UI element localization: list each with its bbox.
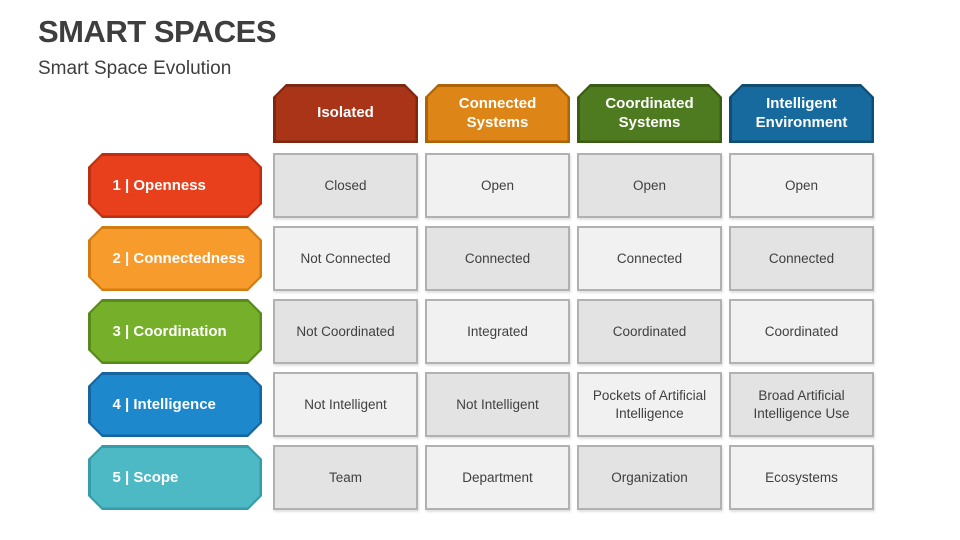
matrix-cell: Not Coordinated xyxy=(273,299,418,364)
row-header-label: 1 | Openness xyxy=(112,177,206,194)
row-header: 5 | Scope xyxy=(88,445,262,510)
matrix-cell: Open xyxy=(577,153,722,218)
matrix-cell: Not Intelligent xyxy=(425,372,570,437)
matrix-cell: Pockets of Artificial Intelligence xyxy=(577,372,722,437)
row-header-label: 3 | Coordination xyxy=(112,323,227,340)
column-header: Coordinated Systems xyxy=(577,84,722,143)
matrix-cell: Ecosystems xyxy=(729,445,874,510)
page-title: SMART SPACES xyxy=(38,14,277,49)
row-header: 3 | Coordination xyxy=(88,299,262,364)
column-header-label: Isolated xyxy=(317,104,374,122)
column-header: Isolated xyxy=(273,84,418,143)
matrix-cell: Team xyxy=(273,445,418,510)
row-header: 2 | Connectedness xyxy=(88,226,262,291)
row-header-label: 2 | Connectedness xyxy=(112,250,246,267)
row-header: 1 | Openness xyxy=(88,153,262,218)
row-header-label: 4 | Intelligence xyxy=(112,396,216,413)
column-header-label: Connected Systems xyxy=(458,94,537,131)
column-header-row: Isolated Connected Systems Coordinated Sys… xyxy=(273,84,874,143)
row-header-column: 1 | Openness 2 | Connectedness 3 | Coordin… xyxy=(88,153,262,510)
column-header-label: Coordinated Systems xyxy=(605,94,694,131)
page-subtitle: Smart Space Evolution xyxy=(38,58,232,79)
row-header-label: 5 | Scope xyxy=(112,469,179,486)
column-header: Intelligent Environment xyxy=(729,84,874,143)
matrix-cell: Connected xyxy=(425,226,570,291)
row-header: 4 | Intelligence xyxy=(88,372,262,437)
column-header: Connected Systems xyxy=(425,84,570,143)
matrix-cell: Open xyxy=(425,153,570,218)
matrix-cell: Integrated xyxy=(425,299,570,364)
matrix-cell: Open xyxy=(729,153,874,218)
matrix-cell: Organization xyxy=(577,445,722,510)
matrix-cell: Coordinated xyxy=(729,299,874,364)
matrix-cell: Coordinated xyxy=(577,299,722,364)
matrix-cell: Not Intelligent xyxy=(273,372,418,437)
matrix-cell: Department xyxy=(425,445,570,510)
column-header-label: Intelligent Environment xyxy=(755,94,848,131)
matrix-cell: Connected xyxy=(577,226,722,291)
matrix-cell: Closed xyxy=(273,153,418,218)
matrix-cell: Broad Artificial Intelligence Use xyxy=(729,372,874,437)
matrix-cell: Connected xyxy=(729,226,874,291)
matrix-cell: Not Connected xyxy=(273,226,418,291)
